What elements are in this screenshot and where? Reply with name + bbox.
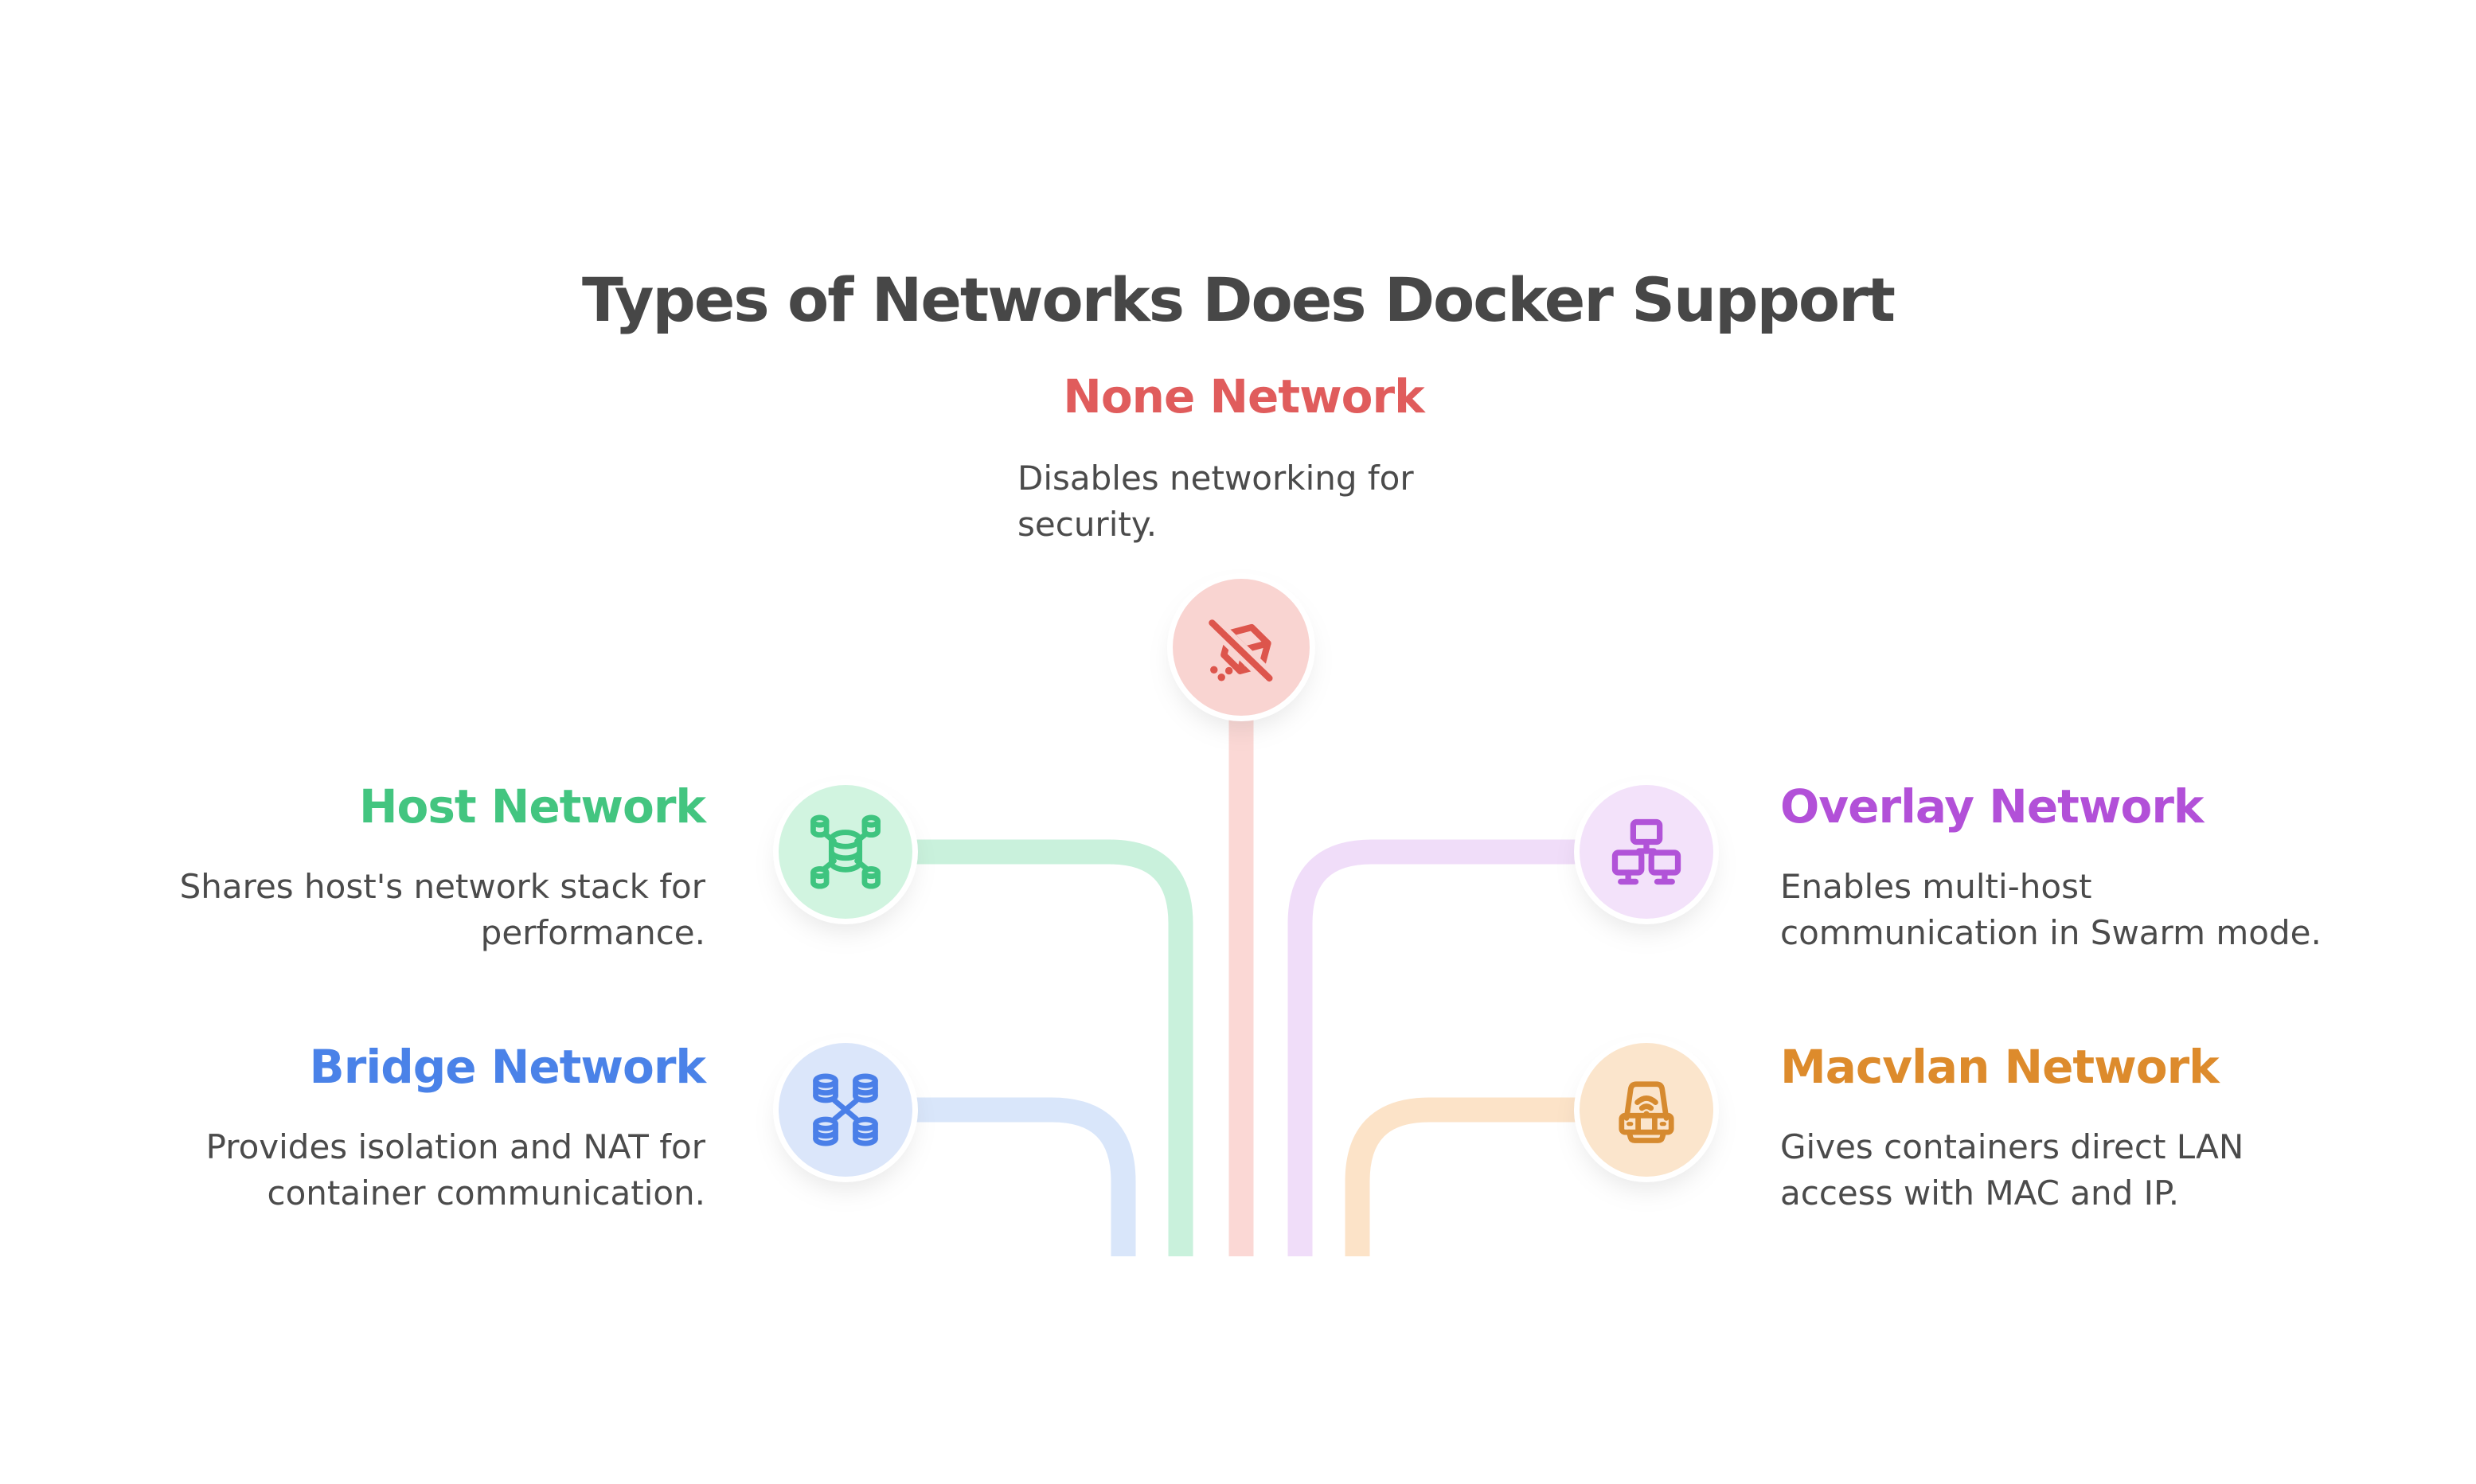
- macvlan-network-description: Gives containers direct LAN access with …: [1780, 1124, 2433, 1216]
- host-network-icon-circle: [779, 785, 912, 919]
- bridge-network-description: Provides isolation and NAT for container…: [68, 1124, 705, 1216]
- page-title: Types of Networks Does Docker Support: [582, 264, 1896, 335]
- connector-overlay: [1287, 839, 1646, 1256]
- none-network-description-line2: security.: [1017, 505, 1158, 544]
- host-network-description-line2: performance.: [480, 913, 705, 952]
- overlay-network-description: Enables multi-host communication in Swar…: [1780, 864, 2433, 956]
- none-network-description: Disables networking for security.: [1017, 455, 1591, 548]
- macvlan-network-description-line2: access with MAC and IP.: [1780, 1174, 2180, 1213]
- macvlan-network-description-line1: Gives containers direct LAN: [1780, 1127, 2244, 1166]
- bridge-network-description-line2: container communication.: [267, 1174, 705, 1213]
- no-network-box-icon: [1204, 615, 1278, 686]
- overlay-network-description-line1: Enables multi-host: [1780, 867, 2092, 906]
- overlay-network-icon-circle: [1580, 785, 1713, 919]
- host-network-description: Shares host's network stack for performa…: [68, 864, 705, 956]
- connector-host: [846, 839, 1193, 1256]
- connector-macvlan: [1345, 1097, 1646, 1256]
- host-network-description-line1: Shares host's network stack for: [179, 867, 705, 906]
- overlay-network-heading: Overlay Network: [1780, 779, 2205, 834]
- macvlan-network-heading: Macvlan Network: [1780, 1040, 2220, 1094]
- monitors-network-icon: [1611, 818, 1681, 885]
- none-network-icon-circle: [1173, 579, 1310, 716]
- router-wifi-icon: [1619, 1081, 1674, 1143]
- bridge-network-description-line1: Provides isolation and NAT for: [205, 1127, 705, 1166]
- host-network-heading: Host Network: [358, 779, 706, 834]
- bridge-network-heading: Bridge Network: [309, 1040, 706, 1094]
- connector-bridge: [846, 1097, 1136, 1256]
- none-network-description-line1: Disables networking for: [1017, 459, 1414, 498]
- database-cluster-icon: [810, 814, 881, 889]
- macvlan-network-icon-circle: [1580, 1043, 1713, 1177]
- none-network-heading: None Network: [1063, 369, 1424, 424]
- bridge-network-icon-circle: [779, 1043, 912, 1177]
- overlay-network-description-line2: communication in Swarm mode.: [1780, 913, 2322, 952]
- linked-databases-icon: [813, 1073, 878, 1146]
